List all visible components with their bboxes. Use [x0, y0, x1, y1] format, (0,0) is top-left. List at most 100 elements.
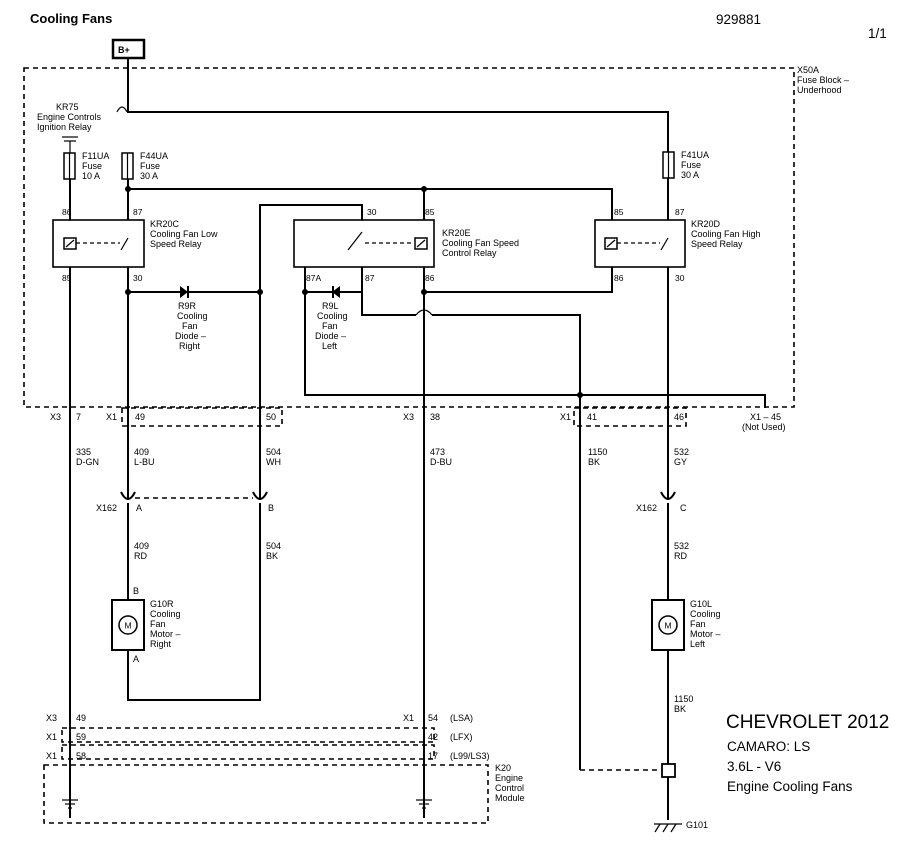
kr20c-pin-87: 87: [133, 207, 143, 217]
vehicle-system: Engine Cooling Fans: [727, 779, 853, 794]
diode-r9r-id: R9R: [178, 301, 197, 311]
relay-kr20c: [52, 219, 145, 268]
wire-1150b-circuit: 1150: [674, 694, 693, 704]
ecm-line2: Control: [495, 783, 524, 793]
diode-r9r-l2: Fan: [182, 321, 198, 331]
conn-x1-dash-b: [573, 407, 687, 427]
ecm-row1-pin-r: 54: [428, 713, 438, 723]
fuse-f11ua: [63, 152, 76, 180]
wire-1150a-color: BK: [588, 457, 600, 467]
kr20e-line2: Control Relay: [442, 248, 497, 258]
x162-pin-a: A: [136, 503, 142, 513]
kr20e-pin-87: 87: [365, 273, 375, 283]
motor-g10l-l4: Left: [690, 639, 706, 649]
kr20e-pin-85: 85: [425, 207, 435, 217]
vehicle-make-year: CHEVROLET 2012: [726, 712, 889, 733]
diode-r9l-l4: Left: [322, 341, 338, 351]
wire-409rd-circuit: 409: [134, 541, 149, 551]
wire-409-circuit: 409: [134, 447, 149, 457]
ecm-row1-conn-r: X1: [403, 713, 414, 723]
wire-473-circuit: 473: [430, 447, 445, 457]
fuse-f41ua: [662, 151, 675, 179]
conn-x3-pin-7: 7: [76, 412, 81, 422]
ecm-conn-row-1: [61, 727, 435, 743]
wire-532rd-circuit: 532: [674, 541, 689, 551]
ecm-row2-conn: X1: [46, 732, 57, 742]
ground-splice: [661, 763, 676, 778]
x162-pin-b: B: [268, 503, 274, 513]
kr20e-id: KR20E: [442, 228, 471, 238]
motor-g10l-l1: Cooling: [690, 609, 721, 619]
x162-left-connector: [120, 491, 268, 510]
motor-g10r-l4: Right: [150, 639, 172, 649]
ecm-row3-conn: X1: [46, 751, 57, 761]
ecm-row3-pin-r: 17: [428, 751, 438, 761]
ecm-ground-right: [416, 799, 432, 809]
wire-1150a-circuit: 1150: [588, 447, 607, 457]
diode-r9r-l1: Cooling: [177, 311, 208, 321]
kr20d-pin-30: 30: [675, 273, 685, 283]
motor-g10r-symbol: M: [125, 621, 132, 631]
page-title: Cooling Fans: [30, 11, 112, 26]
conn-x1-a: X1: [106, 412, 117, 422]
vehicle-model: CAMARO: LS: [727, 739, 810, 754]
ecm-line1: Engine: [495, 773, 523, 783]
motor-g10r-l3: Motor –: [150, 629, 181, 639]
ecm-row3-variant: (L99/LS3): [450, 751, 490, 761]
motor-g10r-l1: Cooling: [150, 609, 181, 619]
motor-g10r-l2: Fan: [150, 619, 166, 629]
motor-g10r: M: [111, 599, 145, 651]
wire-409-color: L-BU: [134, 457, 155, 467]
fuse-block-name-2: Underhood: [797, 85, 842, 95]
ecm-row1-pin: 49: [76, 713, 86, 723]
kr20e-pin-86: 86: [425, 273, 435, 283]
conn-x1-pin-49: 49: [135, 412, 145, 422]
wire-532rd-color: RD: [674, 551, 687, 561]
kr20c-pin-86: 86: [62, 207, 72, 217]
battery-terminal: B+: [111, 38, 146, 68]
kr20e-line1: Cooling Fan Speed: [442, 238, 519, 248]
fuse-f41ua-rating: 30 A: [681, 170, 699, 180]
motor-g10r-pin-a: A: [133, 654, 139, 664]
conn-x1-pin-50: 50: [266, 412, 276, 422]
conn-x1-pin-46: 46: [674, 412, 684, 422]
conn-x3-pin-38: 38: [430, 412, 440, 422]
ecm-row2-pin-r: 42: [428, 732, 438, 742]
kr75-line2: Ignition Relay: [37, 122, 92, 132]
diode-r9l-l3: Diode –: [315, 331, 346, 341]
motor-g10l: M: [651, 599, 685, 651]
fuse-f41ua-type: Fuse: [681, 160, 701, 170]
conn-x1-45: X1 – 45: [750, 412, 781, 422]
kr20d-pin-86: 86: [614, 273, 624, 283]
fuse-f44ua-type: Fuse: [140, 161, 160, 171]
wire-409rd-color: RD: [134, 551, 147, 561]
ground-g101-label: G101: [686, 820, 708, 830]
kr20c-pin-30: 30: [133, 273, 143, 283]
vehicle-engine: 3.6L - V6: [727, 759, 781, 774]
relay-kr20d: [594, 219, 686, 268]
fuse-f11ua-type: Fuse: [82, 161, 102, 171]
ecm-row2-pin: 59: [76, 732, 86, 742]
wire-504bk-color: BK: [266, 551, 278, 561]
kr20e-pin-30: 30: [367, 207, 377, 217]
motor-g10r-pin-b: B: [133, 586, 139, 596]
x162-right-connector: [660, 491, 676, 510]
kr20d-id: KR20D: [691, 219, 721, 229]
fuse-block-name-1: Fuse Block –: [797, 75, 849, 85]
conn-x3-b: X3: [403, 412, 414, 422]
page-number: 1/1: [868, 26, 887, 41]
kr20d-pin-87: 87: [675, 207, 685, 217]
fuse-f44ua: [121, 152, 134, 180]
kr75-id: KR75: [56, 102, 79, 112]
kr20d-line1: Cooling Fan High: [691, 229, 761, 239]
x162-right-label: X162: [636, 503, 657, 513]
motor-g10l-id: G10L: [690, 599, 712, 609]
wire-504-circuit: 504: [266, 447, 281, 457]
x162-left-label: X162: [96, 503, 117, 513]
ecm-id: K20: [495, 763, 511, 773]
fuse-f11ua-id: F11UA: [82, 151, 109, 161]
motor-g10l-l3: Motor –: [690, 629, 721, 639]
diode-r9l-id: R9L: [322, 301, 339, 311]
kr20d-line2: Speed Relay: [691, 239, 743, 249]
kr20c-line2: Speed Relay: [150, 239, 202, 249]
